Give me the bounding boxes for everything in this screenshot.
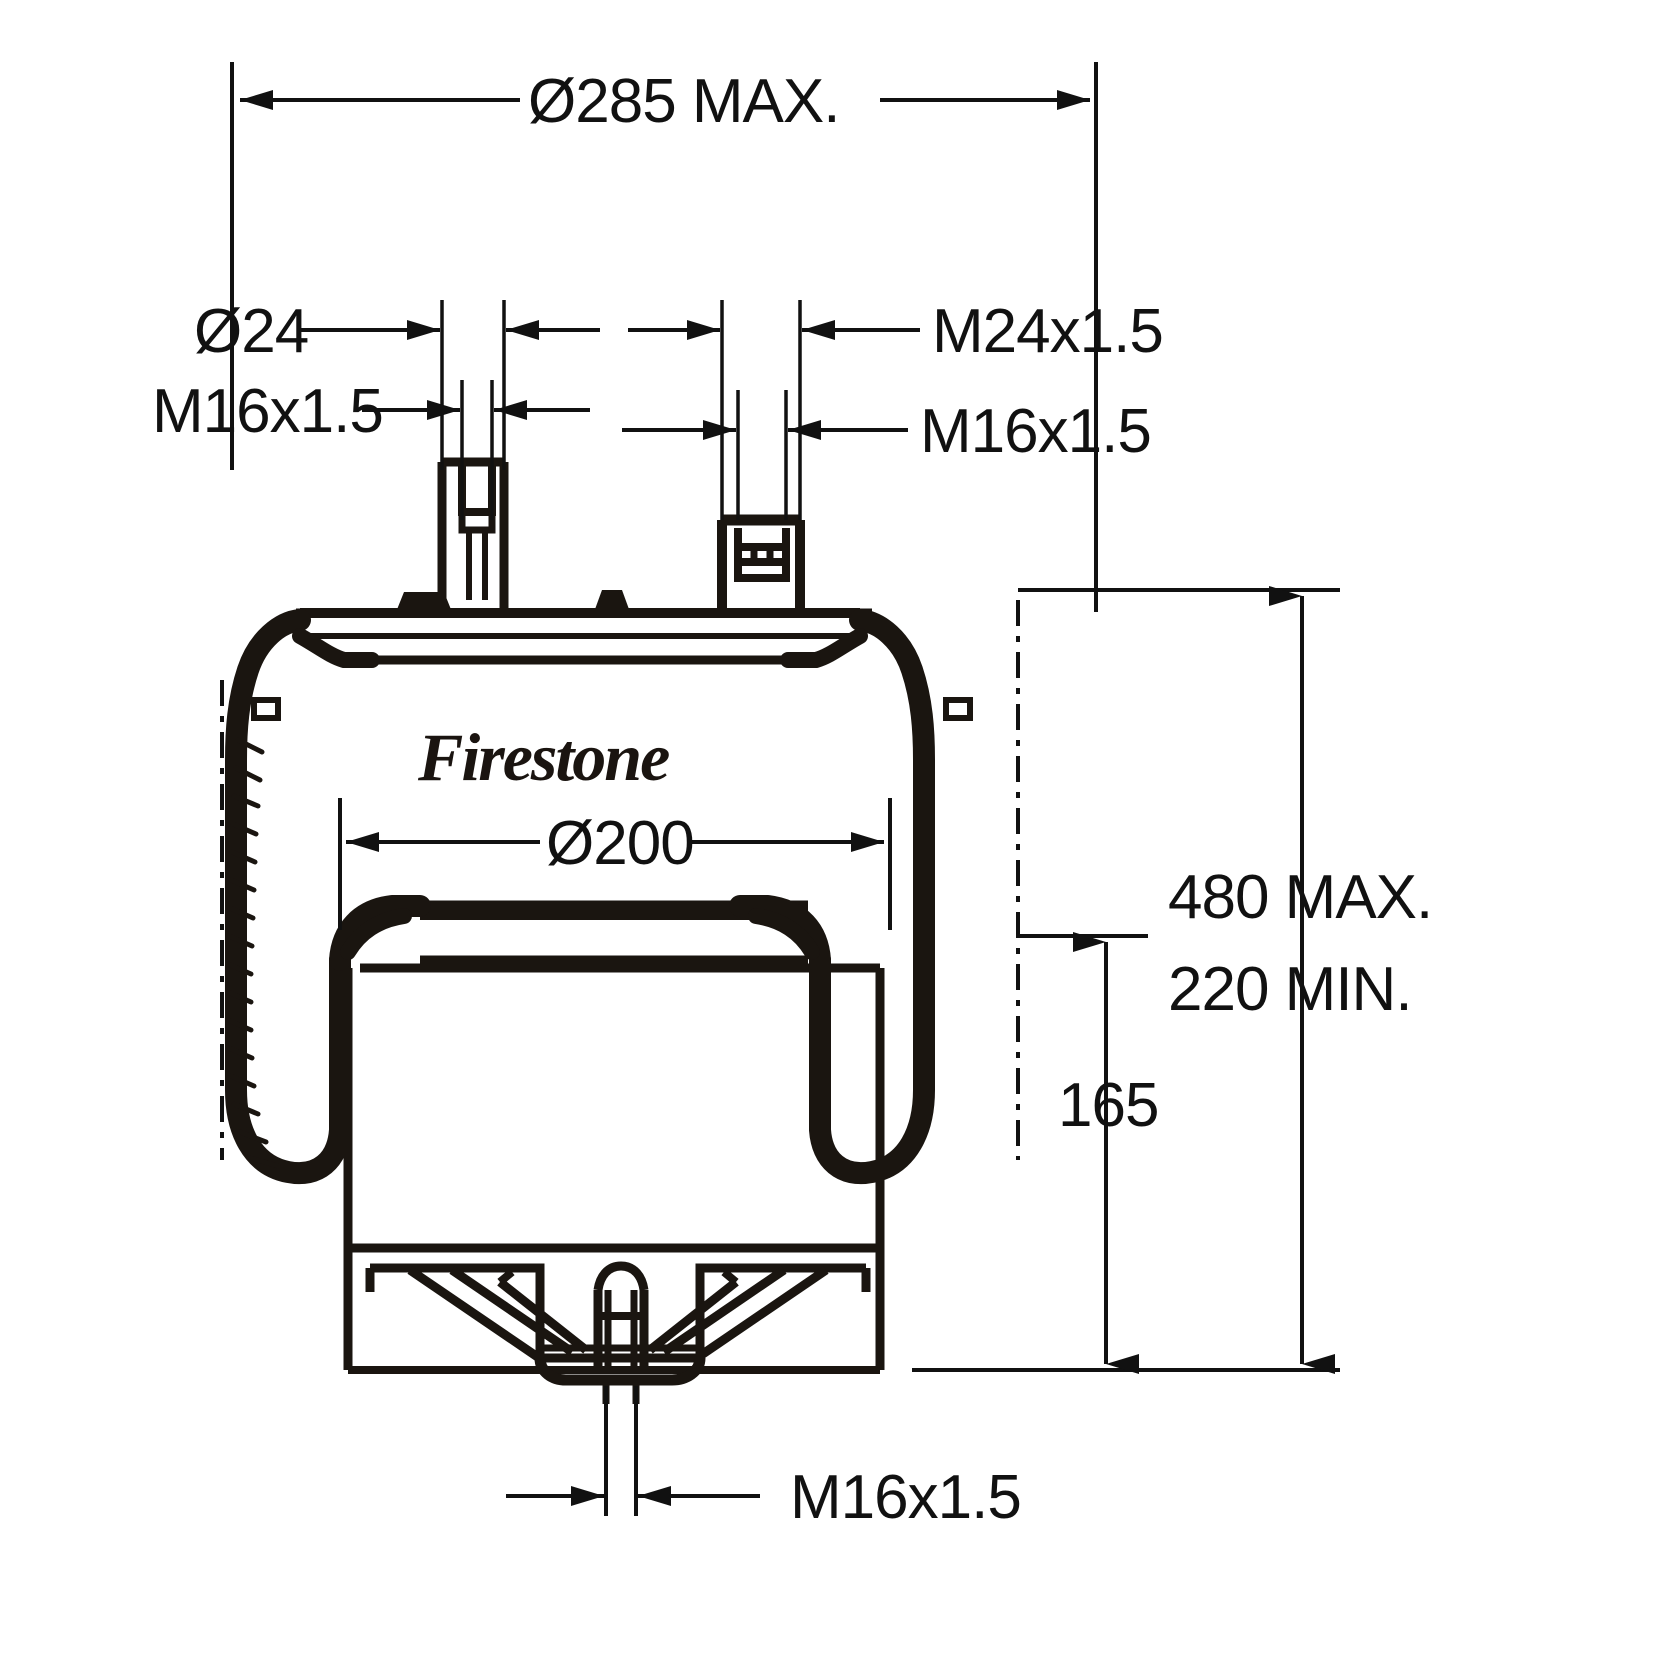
air-spring-assembly: Firestone bbox=[220, 457, 1020, 1404]
top-left-stud bbox=[437, 457, 509, 612]
dim-height-max-label: 480 MAX. bbox=[1168, 863, 1432, 932]
bellows-body bbox=[225, 609, 935, 1185]
dim-bottom-stud: M16x1.5 bbox=[506, 1386, 1022, 1532]
dim-piston-diameter-label: Ø200 bbox=[546, 809, 694, 878]
dim-top-stud-left-label: M16x1.5 bbox=[152, 377, 383, 446]
bellows-tabs bbox=[251, 697, 973, 721]
bellows-texture-left bbox=[225, 737, 281, 1169]
dim-top-port-left: Ø24 bbox=[194, 297, 600, 470]
dim-piston-height-label: 165 bbox=[1058, 1071, 1158, 1140]
dim-top-stud-left: M16x1.5 bbox=[152, 377, 590, 520]
dim-top-stud-right: M16x1.5 bbox=[622, 390, 1152, 520]
firestone-logo-text: Firestone bbox=[417, 719, 669, 795]
dim-overall-diameter-label: Ø285 MAX. bbox=[528, 67, 839, 136]
piston-clamp-ring bbox=[329, 895, 880, 973]
dim-piston-height: 165 bbox=[1018, 932, 1159, 1374]
dim-top-port-left-label: Ø24 bbox=[194, 297, 308, 366]
dim-overall-diameter: Ø285 MAX. bbox=[230, 62, 1098, 612]
dim-piston-diameter: Ø200 bbox=[338, 798, 892, 930]
piston-cylinder bbox=[343, 968, 885, 1374]
dim-top-stud-right-label: M16x1.5 bbox=[920, 397, 1151, 466]
top-bead-plate bbox=[296, 590, 872, 639]
dim-bottom-stud-label: M16x1.5 bbox=[790, 1463, 1021, 1532]
top-right-stud bbox=[717, 514, 805, 612]
piston-base-ribs bbox=[365, 1263, 871, 1386]
dim-overall-height: 480 MAX. 220 MIN. bbox=[912, 586, 1433, 1374]
firestone-logo: Firestone bbox=[417, 719, 671, 795]
dim-top-port-right-label: M24x1.5 bbox=[932, 297, 1163, 366]
dim-top-port-right: M24x1.5 bbox=[628, 297, 1164, 520]
dim-height-min-label: 220 MIN. bbox=[1168, 955, 1412, 1024]
